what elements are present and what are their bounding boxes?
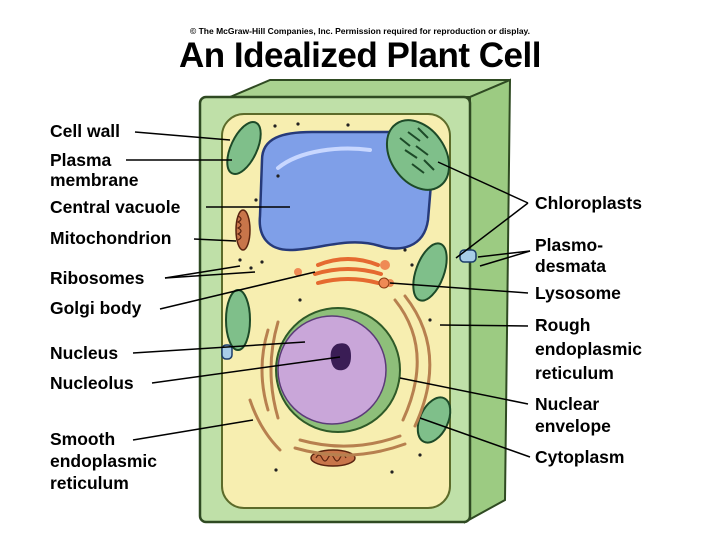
label-nucleolus: Nucleolus bbox=[50, 373, 134, 393]
label-smooth-er-line3: reticulum bbox=[50, 473, 129, 493]
ribosomes bbox=[238, 122, 432, 474]
label-smooth-er-line2: endoplasmic bbox=[50, 451, 157, 471]
label-golgi-body: Golgi body bbox=[50, 298, 142, 318]
label-plasma-membrane-line2: membrane bbox=[50, 170, 139, 190]
label-lysosome: Lysosome bbox=[535, 283, 621, 303]
chloroplast-top-right bbox=[385, 119, 451, 191]
nucleolus bbox=[330, 343, 351, 371]
label-rough-er-line1: Rough bbox=[535, 315, 591, 335]
label-nuclear-envelope-line1: Nuclear bbox=[535, 394, 600, 414]
label-cytoplasm: Cytoplasm bbox=[535, 447, 625, 467]
label-nuclear-envelope-line2: envelope bbox=[535, 416, 611, 436]
label-ribosomes: Ribosomes bbox=[50, 268, 145, 288]
label-cell-wall: Cell wall bbox=[50, 121, 121, 141]
label-rough-er-line2: endoplasmic bbox=[535, 339, 642, 359]
nucleus bbox=[277, 315, 387, 425]
chloroplast-left-mid bbox=[225, 289, 251, 351]
golgi-body bbox=[313, 257, 383, 285]
diagram-title: An Idealized Plant Cell bbox=[179, 36, 541, 75]
label-plasmodesmata-line2: desmata bbox=[535, 256, 607, 276]
label-chloroplasts: Chloroplasts bbox=[535, 193, 642, 213]
mitochondrion-left bbox=[235, 209, 251, 251]
label-plasmodesmata-line1: Plasmo- bbox=[535, 235, 604, 255]
copyright-notice: © The McGraw-Hill Companies, Inc. Permis… bbox=[189, 26, 531, 36]
label-nucleus: Nucleus bbox=[50, 343, 119, 363]
leader-lines bbox=[126, 131, 531, 458]
label-mitochondrion: Mitochondrion bbox=[50, 228, 172, 248]
endoplasmic-reticulum bbox=[248, 294, 432, 457]
label-rough-er-line3: reticulum bbox=[535, 363, 614, 383]
label-plasma-membrane-line1: Plasma bbox=[50, 150, 112, 170]
label-central-vacuole: Central vacuole bbox=[50, 197, 181, 217]
label-smooth-er-line1: Smooth bbox=[50, 429, 116, 449]
plasmodesmata bbox=[221, 249, 477, 360]
lysosome bbox=[378, 277, 390, 289]
chloroplast-left-upper bbox=[226, 121, 262, 175]
